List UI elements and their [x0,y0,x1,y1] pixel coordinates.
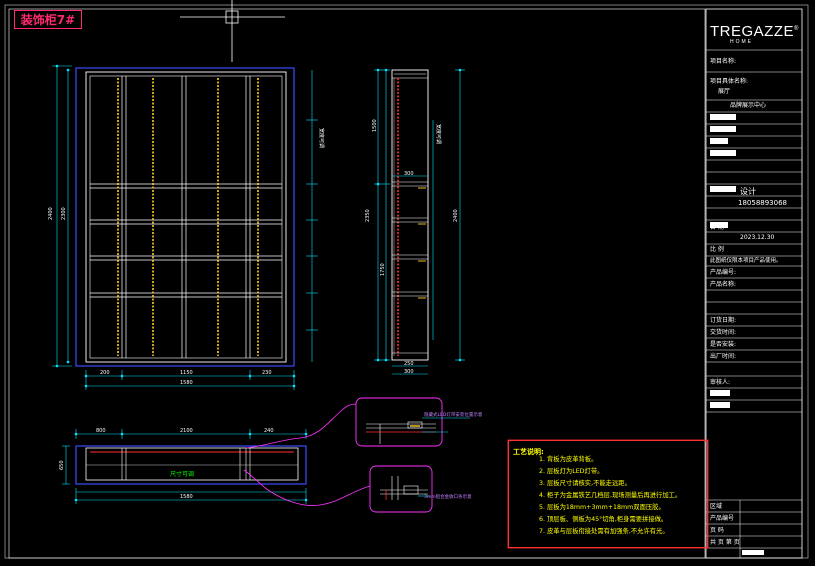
plan-dim-left: 650 [59,460,65,470]
detail-trim-label: 3mm铝合金收口条示意 [424,493,472,500]
brand-sub: HOME [730,39,753,45]
plan-dim-bottom: 1580 [180,494,193,500]
tb-bottom-field-2: 产品编号 [710,515,735,522]
front-dim-left-outer: 2400 [48,207,54,220]
tb-room: 展厅 [718,88,731,95]
side-dim-right: 2400 [453,209,459,222]
drawing-border-inner [8,8,706,559]
tb-scale-label: 比 例 [710,246,724,253]
notes-title: 工艺说明: [513,448,544,456]
note-line-6: 6. 顶层板、侧板为45°切角,柜身需要拼接做。 [539,516,668,523]
note-line-7: 7. 皮革与层板衔接处需有加强条,不允许有光。 [539,528,669,535]
tb-client-label: 项目具体名称: [710,78,749,85]
front-dim-bottom-total: 1580 [180,380,193,386]
plan-dim-top-2: 2100 [180,428,193,434]
title-block-grid [706,49,802,558]
tb-project-label: 项目名称: [710,58,737,65]
side-dim-left-3: 1750 [380,263,386,276]
front-dim-ticks [306,119,318,331]
side-dim-left-2: 2350 [365,209,371,222]
tb-designer-label: 设计 [740,187,756,196]
sheet-title: 装饰柜7# [14,10,82,29]
title-block-fill-marks [710,114,764,555]
front-dim-bottom-2: 1150 [180,370,193,376]
plan-view: 800 2100 240 尺寸可调 1580 650 [59,428,308,504]
side-dim-mid: 300 [404,171,414,177]
front-dim-bottom-3: 230 [262,370,272,376]
tb-field-2: 产品名称: [710,281,737,288]
front-dim-bottom-1: 200 [100,370,110,376]
note-line-3: 3. 层板尺寸请核实,不能走远距。 [539,480,631,487]
note-line-4: 4. 柜子为金属铁艺几档层,现场测量后再进行加工。 [539,492,682,499]
tb-field-1: 产品编号: [710,269,737,276]
plan-center-label: 尺寸可调 [170,470,194,478]
tb-date-label: 日 期 [710,224,724,231]
cursor-crosshair [180,0,285,62]
front-dim-left-inner: 2300 [61,207,67,220]
plan-dim-top-3: 240 [264,428,274,434]
front-view: 2400 2300 200 1150 230 1580 宽度可调 [48,64,325,390]
tb-field-5: 交货时间: [710,329,737,336]
tb-phone: 18058893068 [738,199,787,207]
note-line-1: 1. 背板为皮革背板。 [539,456,598,463]
detail-callouts [243,397,470,513]
tb-field-6: 是否安装: [710,341,737,348]
tb-note: 此图纸仅限本项目产品使用。 [710,258,782,264]
side-view: 1500 2350 1750 2400 300 250 300 宽度可调 [365,68,465,375]
tb-date: 2023.12.30 [740,234,775,241]
detail-box-trim [369,465,433,513]
tb-bottom-field-4: 共 页 第 页 [710,539,740,546]
registered-mark: ® [794,26,799,32]
note-line-5: 5. 层板为18mm+3mm+18mm双面压胶。 [539,504,665,511]
side-dim-left-1: 1500 [372,119,378,132]
detail-box-led [355,397,443,447]
tb-field-9: 审核人: [710,379,731,386]
detail-led-label: 隐藏式LED灯带安装位置示意 [424,411,483,418]
tb-field-7: 出厂时间: [710,353,737,360]
front-label-right: 宽度可调 [318,128,325,148]
brand-wordmark: TREGAZZE [710,23,795,40]
brand-logo: TREGAZZE® HOME [710,22,800,46]
title-block-frame [705,8,803,559]
side-label-right: 宽度可调 [435,124,442,144]
process-notes: 工艺说明: 1. 背板为皮革背板。 2. 层板灯为LED灯带。 3. 层板尺寸请… [508,440,708,548]
side-dim-bottom-1: 250 [404,361,414,367]
tb-center: 品牌展示中心 [730,102,767,109]
tb-bottom-field-1: 区域 [710,503,723,510]
tb-bottom-field-3: 页 码 [710,527,724,534]
note-line-2: 2. 层板灯为LED灯带。 [539,468,604,475]
tb-field-4: 订货日期: [710,317,737,324]
plan-dim-top-1: 800 [96,428,106,434]
side-dim-bottom-2: 300 [404,369,414,375]
